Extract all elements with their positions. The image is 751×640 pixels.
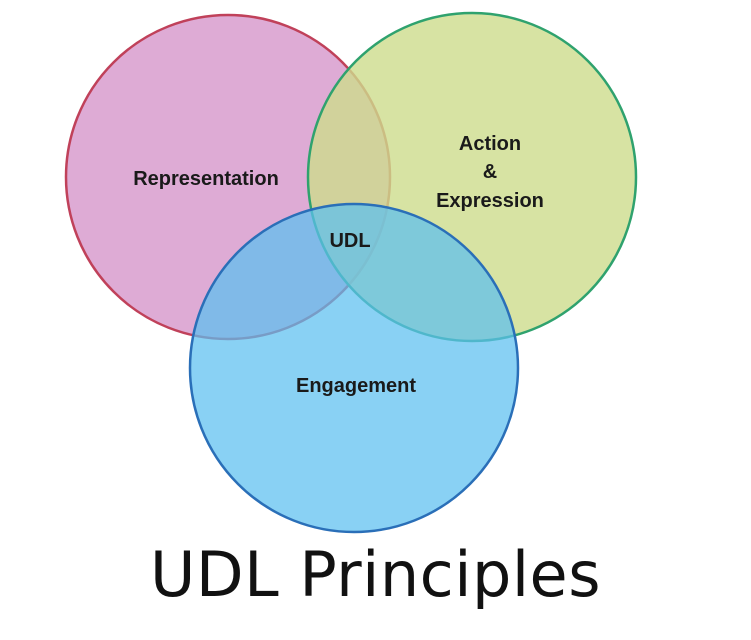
action-label: Action (459, 133, 521, 155)
ampersand-label: & (483, 161, 497, 183)
engagement-circle (188, 202, 520, 534)
diagram-title: UDL Principles (149, 538, 602, 611)
expression-label: Expression (436, 190, 544, 212)
engagement-label: Engagement (296, 375, 416, 397)
udl-center-label: UDL (329, 230, 370, 252)
representation-label: Representation (133, 168, 279, 190)
